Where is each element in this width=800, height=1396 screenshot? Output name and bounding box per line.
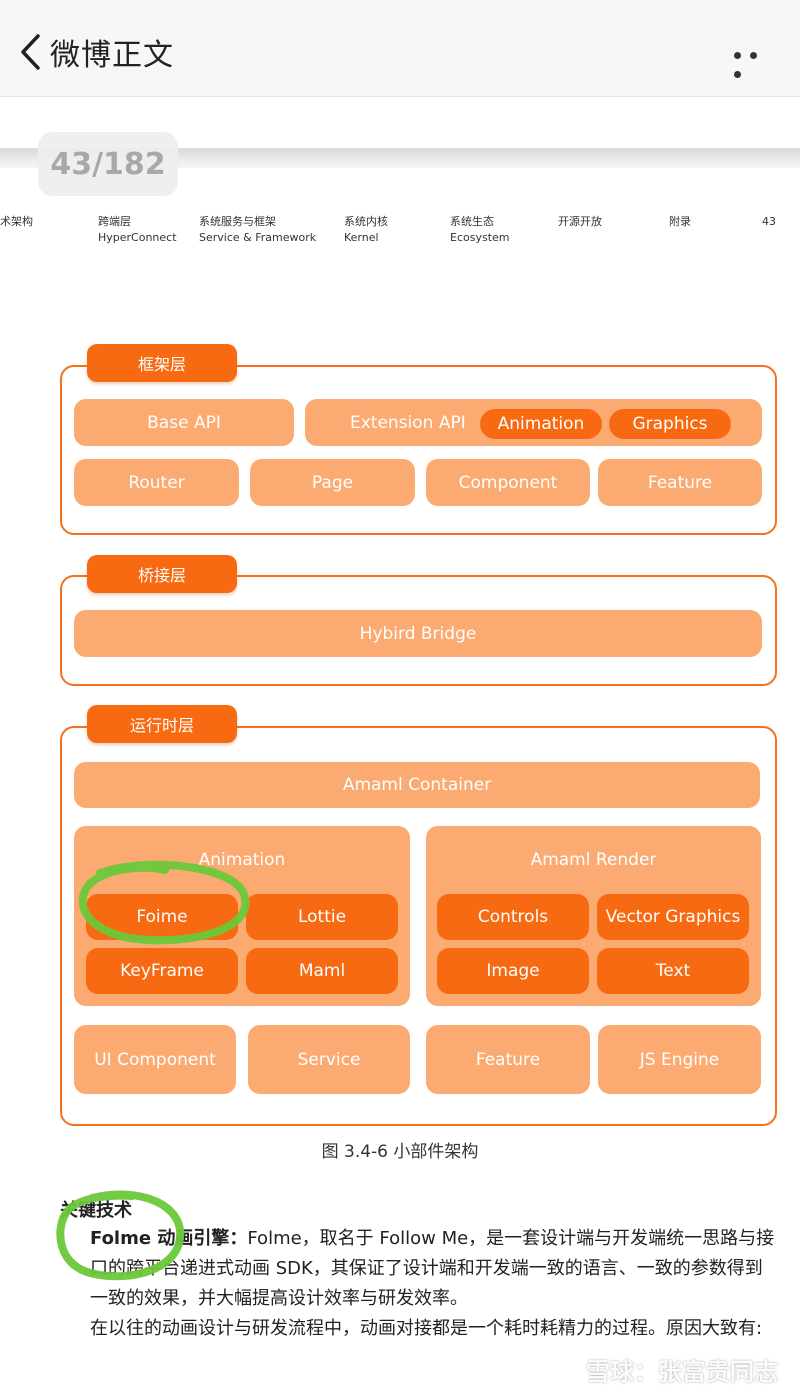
animation-group-label: Animation [198, 850, 286, 870]
page-title: 微博正文 [50, 38, 174, 73]
router-box: Router [74, 459, 239, 506]
figure-caption: 图 3.4-6 小部件架构 [321, 1142, 479, 1162]
feature-box-runtime: Feature [426, 1025, 590, 1094]
app-bar: 微博正文 [0, 0, 800, 97]
service-box: Service [248, 1025, 410, 1094]
bridge-layer-tag: 桥接层 [87, 555, 237, 593]
paragraph-line: 在以往的动画设计与研发流程中，动画对接都是一个耗时耗精力的过程。原因大致有: [90, 1318, 763, 1339]
hybird-bridge-box: Hybird Bridge [74, 610, 762, 657]
maml-box: Maml [246, 948, 398, 994]
section-heading: 关键技术 [60, 1200, 132, 1221]
foime-box: Foime [86, 894, 238, 940]
ui-component-box: UI Component [74, 1025, 236, 1094]
image-box: Image [437, 948, 589, 994]
watermark: 雪球：张富贵同志 [586, 1358, 778, 1386]
paragraph-line: Folme 动画引擎：Folme，取名于 Follow Me，是一套设计端与开发… [90, 1228, 775, 1249]
base-api-box: Base API [74, 399, 294, 446]
extension-api-label: Extension API [350, 412, 466, 433]
lottie-box: Lottie [246, 894, 398, 940]
page-counter: 43/182 [38, 132, 178, 196]
feature-box: Feature [598, 459, 762, 506]
framework-layer-tag: 框架层 [87, 344, 237, 382]
toc-page-number: 43 [762, 215, 776, 228]
paragraph-line: 一致的效果，并大幅提高设计效率与研发效率。 [90, 1288, 468, 1309]
toc-item: 附录 [669, 215, 691, 228]
paragraph-line: 口的跨平台递进式动画 SDK，其保证了设计端和开发端一致的语言、一致的参数得到 [90, 1258, 763, 1279]
back-arrow-icon[interactable] [18, 34, 44, 70]
bullet-marker: . [60, 1234, 66, 1255]
framework-layer [60, 365, 777, 535]
controls-box: Controls [437, 894, 589, 940]
text-box: Text [597, 948, 749, 994]
amaml-container-box: Amaml Container [74, 762, 760, 808]
vector-graphics-box: Vector Graphics [597, 894, 749, 940]
keyframe-box: KeyFrame [86, 948, 238, 994]
amaml-render-group-label: Amaml Render [530, 850, 657, 870]
js-engine-box: JS Engine [598, 1025, 761, 1094]
toc-item: 开源开放 [558, 215, 602, 228]
animation-pill: Animation [480, 409, 602, 439]
graphics-pill: Graphics [609, 409, 731, 439]
folme-term: Folme 动画引擎： [90, 1228, 248, 1249]
toc-item: 术架构 [0, 215, 33, 228]
page-edge [0, 148, 800, 168]
runtime-layer-tag: 运行时层 [87, 705, 237, 743]
page-box: Page [250, 459, 415, 506]
more-options-icon[interactable] [734, 44, 778, 78]
component-box: Component [426, 459, 590, 506]
